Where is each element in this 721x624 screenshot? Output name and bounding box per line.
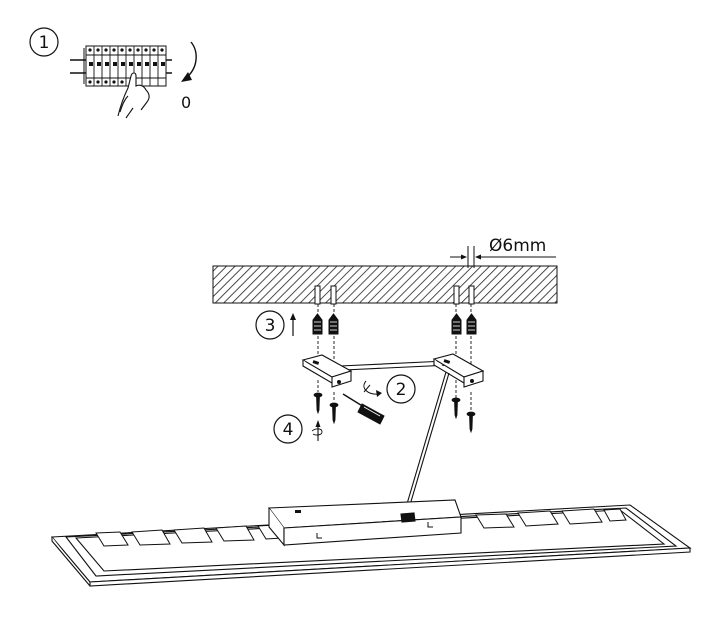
drill-diameter-label: Ø6mm [489, 236, 546, 256]
hand-icon [117, 72, 150, 119]
step-3-marker: 3 [255, 310, 285, 340]
alignment-lines [317, 304, 472, 412]
safety-cable [403, 371, 450, 516]
screwdriver-icon [342, 393, 385, 425]
screw-in-arrow [311, 420, 323, 441]
step-2-label: 2 [396, 380, 407, 400]
step-2-marker: 2 [386, 374, 416, 404]
breaker-off-label: 0 [181, 93, 191, 112]
circuit-breaker-icon [70, 45, 172, 87]
mounting-bracket [301, 353, 485, 388]
ceiling-slab [212, 265, 558, 304]
drill-holes [314, 285, 475, 305]
screw-icon [313, 392, 476, 434]
step-3-label: 3 [265, 316, 276, 336]
step-4-label: 4 [283, 420, 294, 440]
wall-plug-icon [312, 313, 477, 335]
step-1-marker: 1 [29, 27, 59, 57]
step-4-marker: 4 [273, 414, 303, 444]
driver-box [267, 499, 462, 547]
screw-rotate-arrow [363, 380, 382, 397]
step-1-label: 1 [39, 33, 50, 53]
diameter-dimension [450, 246, 556, 268]
insert-arrow [290, 313, 296, 336]
rotate-arrow-icon [181, 41, 197, 82]
